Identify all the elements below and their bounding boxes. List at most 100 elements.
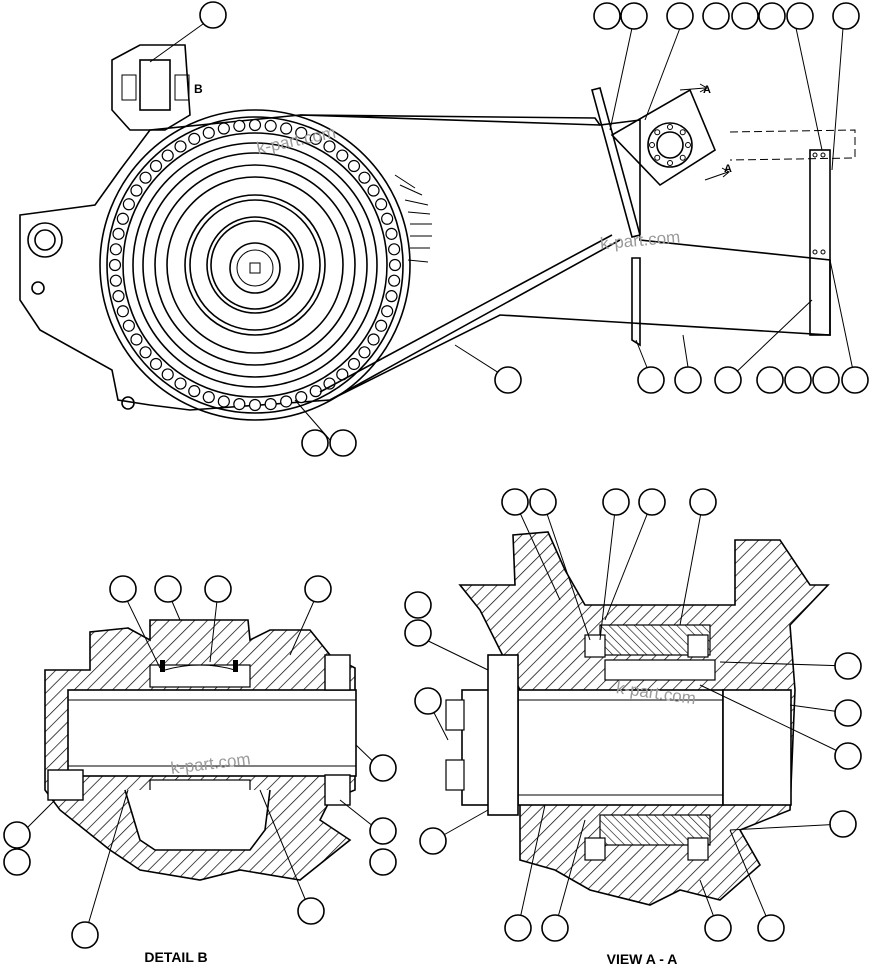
bearing-ball: [202, 126, 215, 139]
pivot-bolt: [667, 124, 673, 130]
callout-balloon: [834, 699, 862, 727]
callout-balloon: [812, 366, 840, 394]
callout-balloon: [666, 2, 694, 30]
bearing-ball: [139, 346, 152, 359]
callout-balloon: [109, 575, 137, 603]
callout-balloon: [832, 2, 860, 30]
pivot-bolts: [649, 124, 691, 166]
callout-balloon: [154, 575, 182, 603]
bearing-ball: [385, 290, 398, 303]
bearing-ball: [280, 122, 293, 135]
bearing-ball: [122, 319, 135, 332]
callout-balloon: [541, 914, 569, 942]
bearing-ball: [309, 385, 322, 398]
callout-balloon: [704, 914, 732, 942]
bearing-ball: [233, 119, 246, 132]
callout-balloon: [297, 897, 325, 925]
callout-balloon: [756, 366, 784, 394]
callout-balloon: [784, 366, 812, 394]
bearing-ball: [217, 395, 230, 408]
bearing-ball: [323, 140, 336, 153]
callout-balloon: [829, 810, 857, 838]
bearing-ball: [347, 357, 361, 371]
bearing-ball: [264, 398, 277, 411]
callout-balloon: [620, 2, 648, 30]
bearing-ball: [149, 159, 163, 173]
bearing-ball: [217, 122, 230, 135]
bearing-ball: [336, 149, 349, 162]
callout-circles: [3, 1, 869, 949]
bearing-ball: [347, 159, 361, 173]
callout-balloon: [304, 575, 332, 603]
bearing-ball: [375, 198, 388, 211]
callout-balloon: [419, 827, 447, 855]
view-aa-caption: VIEW A - A: [607, 951, 678, 965]
bearing-ball: [202, 391, 215, 404]
callout-balloon: [674, 366, 702, 394]
callout-balloon: [414, 687, 442, 715]
pivot-bolt: [649, 142, 655, 148]
bearing-ball: [139, 171, 152, 184]
bearing-ball: [388, 258, 402, 272]
bearing-ball: [116, 212, 129, 225]
bearing-ball: [130, 333, 143, 346]
callout-balloon: [369, 848, 397, 876]
callout-balloon: [204, 575, 232, 603]
bearing-ball: [112, 290, 125, 303]
callout-balloon: [637, 366, 665, 394]
callout-balloon: [404, 591, 432, 619]
bearing-ball: [381, 305, 394, 318]
callout-balloon: [731, 2, 759, 30]
callout-balloon: [404, 619, 432, 647]
callout-balloon: [3, 848, 31, 876]
bearing-ball: [309, 132, 322, 145]
callout-balloon: [758, 2, 786, 30]
callout-balloon: [638, 488, 666, 516]
bearing-ball: [116, 305, 129, 318]
detail-b-marker: B: [194, 82, 203, 96]
callout-balloon: [786, 2, 814, 30]
bearing-ball: [381, 212, 394, 225]
callout-balloon: [689, 488, 717, 516]
callout-balloon: [71, 921, 99, 949]
callout-balloon: [199, 1, 227, 29]
bearing-ball: [112, 227, 125, 240]
bearing-balls: [108, 118, 402, 412]
pivot-bolt: [667, 160, 673, 166]
bearing-ball: [358, 346, 371, 359]
bearing-ball: [108, 258, 122, 272]
callout-balloon: [301, 429, 329, 457]
pivot-bolt: [679, 154, 686, 161]
callout-balloon: [834, 742, 862, 770]
bearing-ball: [109, 243, 122, 256]
callout-balloon: [702, 2, 730, 30]
bearing-ball: [130, 184, 143, 197]
callout-balloon: [3, 821, 31, 849]
bearing-ball: [233, 398, 246, 411]
callout-balloon: [369, 754, 397, 782]
bearing-ball: [188, 132, 201, 145]
bearing-ball: [295, 126, 308, 139]
callout-balloon: [757, 914, 785, 942]
callout-balloon: [593, 2, 621, 30]
bearing-ball: [161, 149, 174, 162]
view-aa-section: [417, 501, 849, 929]
bearing-ball: [248, 118, 262, 132]
callout-balloon: [329, 429, 357, 457]
bearing-ball: [264, 119, 277, 132]
callout-balloon: [602, 488, 630, 516]
callout-balloon: [501, 488, 529, 516]
bearing-ball: [367, 333, 380, 346]
bearing-ball: [109, 274, 122, 287]
bearing-ball: [358, 171, 371, 184]
callout-balloon: [834, 652, 862, 680]
bearing-ball: [295, 391, 308, 404]
bearing-ball: [280, 395, 293, 408]
section-marker-top: A: [703, 84, 711, 96]
bearing-ball: [388, 274, 401, 287]
callout-balloon: [841, 366, 869, 394]
top-assembly: A A B: [19, 23, 856, 441]
pivot-bolt: [679, 129, 686, 136]
callout-balloon: [714, 366, 742, 394]
